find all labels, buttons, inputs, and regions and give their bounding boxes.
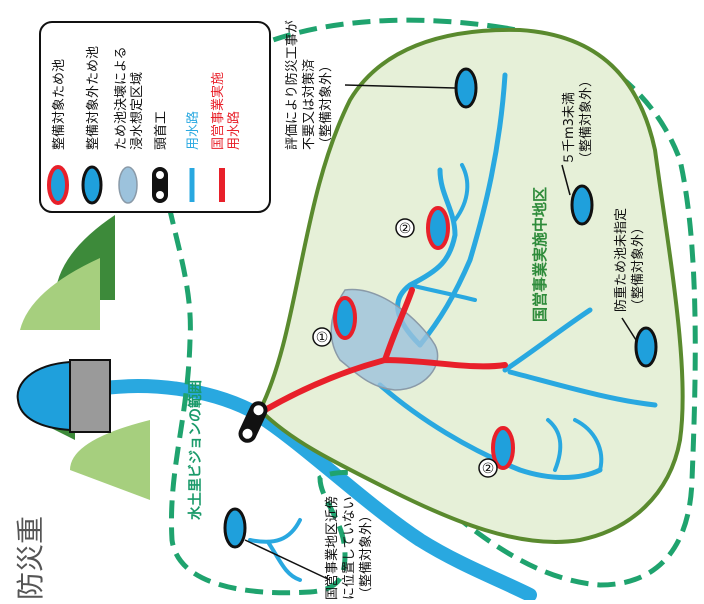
marker-2a-label: ② [399,221,412,237]
headworks-icon [238,401,268,443]
canal-1 [417,72,508,348]
mountain-light-bottom [70,420,150,500]
note-small-2: （整備対象外） [578,74,594,165]
pond-target-1 [333,296,357,340]
leader-top [344,84,456,89]
legend-pond-nontarget-icon [81,165,103,205]
legend-label-canal: 用水路 [185,111,201,150]
note-prevent-2: （整備対象外） [630,221,646,312]
legend-label-target: 整備対象ため池 [51,59,67,150]
canal-3 [453,163,470,222]
note-outside-3: （整備対象外） [358,509,374,600]
main-river [83,379,537,602]
canal-8 [573,418,604,472]
marker-2b: ② [478,458,498,478]
mountain-light-top [20,258,100,330]
legend-label-flood-1: ため池決壊による [114,46,129,150]
canal-7 [377,382,603,480]
note-prevent-1: 防重ため池未指定 [613,208,629,312]
legend-label-flood-2: 浸水想定区域 [129,72,145,150]
marker-2b-label: ② [482,461,495,477]
legend-label-national-2: 用水路 [226,111,242,150]
legend-flood-icon [118,166,138,204]
legend-pond-target-icon [47,165,69,205]
pond-target-2a [426,206,450,250]
canal-6 [507,369,658,408]
pond-nontarget-outside [223,507,247,549]
district-label: 国営事業実施中地区 [531,187,549,322]
canal-9 [546,418,563,472]
note-outside-2: に位置していない [342,496,357,600]
note-top-1: 評価により防災工事が [284,20,300,150]
canal-4 [408,283,477,302]
legend-label-nontarget: 整備対象外ため池 [85,46,101,150]
leader-prevent [621,317,637,341]
national-canal [262,287,508,413]
marker-2a: ② [395,218,415,238]
pond-nontarget-small [570,184,594,226]
leader-outside [244,539,331,581]
note-top-2: 不要又は対策済 [301,59,317,150]
district-area [257,27,685,544]
legend [39,21,271,213]
pond-target-2b [491,426,515,470]
dam-icon [16,359,111,433]
pond-nontarget-prevent [634,326,658,368]
legend-label-headworks: 頭首工 [154,111,169,150]
marker-1: ① [312,327,332,347]
pond-nontarget-top [454,67,478,109]
note-small-1: ５千m3未満 [562,92,577,165]
legend-headworks-icon [152,167,168,203]
note-top-3: （整備対象外） [318,59,334,150]
partial-title: 防災重 [14,516,47,600]
outside-canal-1 [248,518,302,544]
flood-area [330,288,439,391]
note-outside-1: 国営事業地区近傍 [324,496,340,600]
marker-1-label: ① [316,330,329,346]
leader-small [561,164,571,196]
canal-5 [502,307,593,373]
vision-label: 水土里ビジョンの範囲 [187,380,204,520]
outside-canal-2 [266,540,302,582]
legend-label-national-1: 国営事業実施 [210,72,226,150]
